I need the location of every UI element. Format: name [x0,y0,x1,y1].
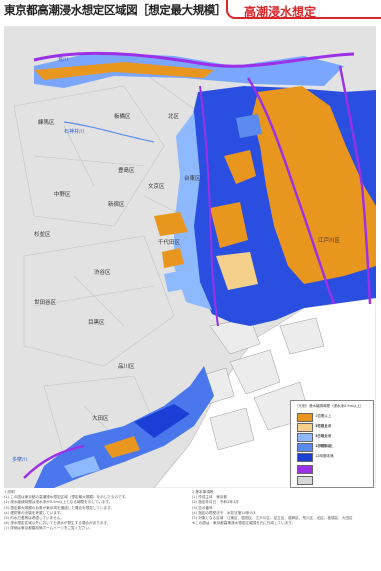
edogawa-river [338,65,372,305]
ward-label: 江戸川区 [318,238,341,244]
north-flood-core [34,62,214,80]
legend-swatch [297,465,313,474]
legend-item: 1日以上 3日間未満 [297,433,371,442]
notes-left: 1 説明 (1) この図は東京都の高潮浸水想定区域（想定最大規模）を示したもので… [4,490,184,532]
sumidagawa-river [199,85,219,327]
legend-swatch [297,433,313,442]
flood-banner: 高潮浸水想定 [226,0,381,19]
legend-item: 3日以上 1週間未満 [297,423,371,432]
notes-right: 2 基本事項等 (1) 作成主体 東京都 (2) 指定年月日 令和3年3月 (3… [192,490,376,526]
note-line: (7) 詳細は東京都建設局ホームページをご覧ください。 [4,526,93,531]
legend-item: 1週間以上 [297,413,371,422]
south-flood-edge [64,456,100,478]
ward-label: 杉並区 [34,232,51,238]
legend-swatch [297,413,313,422]
flood-patch-1 [224,150,256,184]
note-line: (5) 内水氾濫等は考慮していません。 [4,516,64,521]
legend-swatch [297,453,313,462]
legend-swatch [297,423,313,432]
ward-label: 北区 [168,114,180,120]
ward-label: 中野区 [54,192,71,198]
ward-label: 練馬区 [38,120,55,126]
note-line: (4) 堤防等の決壊を考慮しています。 [4,510,64,515]
ward-label: 世田谷区 [34,300,57,306]
flood-patch-2 [210,202,248,248]
note-line: (2) 浸水継続時間は浸水深が0.5m以上となる時間を示しています。 [4,500,113,505]
east-flood-edge [174,112,212,310]
river-label: 石神井川 [64,129,85,135]
note-line: (3) 告示番号 [192,505,213,510]
legend-swatch [297,476,313,485]
note-line: (6) 浸水想定区域以外においても浸水が発生する場合があります。 [4,521,111,526]
legend-item [297,476,371,485]
note-line: ※この図は、東京都高潮浸水想定区域図を元に作成しています。 [192,521,296,526]
flood-patch-3 [216,252,258,290]
legend-item [297,465,371,474]
ward-label: 板橋区 [114,114,131,120]
nakagawa-river [246,77,336,305]
note-line: 2 基本事項等 [192,490,214,494]
note-line: (2) 指定年月日 令和3年3月 [192,500,239,505]
east-flood-longest [252,86,376,284]
arakawa-river [33,51,355,68]
ward-label: 豊島区 [118,168,135,174]
ward-label: 文京区 [148,184,165,190]
ward-label: 新宿区 [108,202,125,208]
shakujii-river [63,121,155,143]
note-line: (3) 想定最大規模の台風が東京湾を通過した場合を想定しています。 [4,505,114,510]
legend-swatch [297,443,313,452]
note-line: 1 説明 [4,490,15,494]
flood-banner-text: 高潮浸水想定 [244,5,317,19]
ward-label: 目黒区 [88,320,105,326]
legend-title: （凡例）浸水継続時間（浸水深0.5m以上） [295,404,364,408]
flood-patch-4 [236,114,262,138]
south-flood-deep [134,404,190,438]
ward-label: 大田区 [92,416,109,422]
south-flood [34,366,214,488]
river-label: 多摩川 [12,457,28,463]
note-line: (4) 指定の根拠法令 水防法第14条の3 [192,510,256,515]
note-line: (1) この図は東京都の高潮浸水想定区域（想定最大規模）を示したものです。 [4,495,129,500]
tamagawa-river [23,444,85,479]
flood-patch-6 [162,248,184,268]
south-flood-longest [104,436,140,458]
ward-label: 品川区 [118,364,135,370]
note-line: (5) 対象となる区域 江東区、墨田区、江戸川区、足立区、葛飾区、荒川区、北区、… [192,516,353,521]
legend-item: 12時間未満 [297,453,371,462]
legend-item: 12時間以上 1日間未満 [297,443,371,452]
map-legend: （凡例）浸水継続時間（浸水深0.5m以上） 1週間以上 3日以上 1週間未満 1… [290,400,374,488]
flood-patch-5 [154,212,188,236]
ward-label: 台東区 [184,176,201,182]
ward-label: 渋谷区 [94,270,111,276]
river-label: 荒川 [58,57,69,63]
flood-patch-7 [164,270,190,292]
explanatory-notes: 1 説明 (1) この図は東京都の高潮浸水想定区域（想定最大規模）を示したもので… [4,490,376,570]
note-line: (1) 作成主体 東京都 [192,495,227,500]
river-label: 江戸川 [340,129,356,135]
ward-label: 千代田区 [158,240,181,246]
